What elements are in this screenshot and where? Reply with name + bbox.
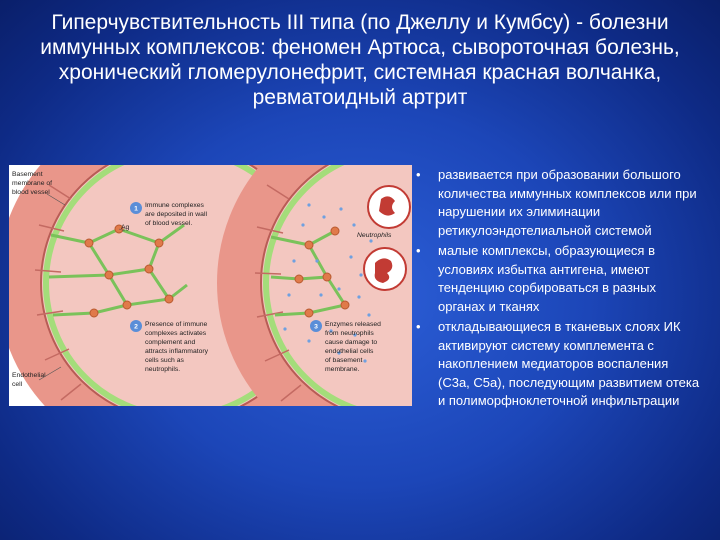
- svg-text:Basement: Basement: [12, 171, 43, 178]
- bullet-marker: •: [416, 319, 421, 334]
- step-3-number: 3: [314, 324, 318, 331]
- svg-text:Endothelial: Endothelial: [12, 372, 46, 379]
- label-basement-membrane: Basement membrane of blood vessel: [12, 171, 52, 196]
- basement-membrane-right: [263, 165, 357, 406]
- svg-text:cells such as: cells such as: [145, 357, 185, 364]
- svg-text:neutrophils.: neutrophils.: [145, 366, 180, 373]
- neutrophil-cell: [367, 185, 411, 229]
- step-1-text: Immune complexes are deposited in wall o…: [145, 202, 207, 227]
- svg-text:from neutrophils: from neutrophils: [325, 330, 374, 337]
- bullet-marker: •: [416, 167, 421, 182]
- svg-text:Presence of immune: Presence of immune: [145, 321, 208, 328]
- label-ag: Ag: [121, 224, 130, 231]
- svg-text:membrane of: membrane of: [12, 180, 52, 187]
- neutrophil-cell: [363, 247, 407, 291]
- svg-text:complement and: complement and: [145, 339, 195, 346]
- bullet-item: • малые комплексы, образующиеся в условия…: [412, 242, 702, 316]
- slide-title: Гиперчувствительность III типа (по Джелл…: [40, 11, 680, 109]
- svg-text:membrane.: membrane.: [325, 366, 359, 373]
- step-1-number: 1: [134, 206, 138, 213]
- svg-text:cell: cell: [12, 381, 23, 388]
- bullet-list: • развивается при образовании большого ко…: [412, 166, 702, 413]
- step-1-circle: [130, 202, 142, 214]
- step-2-circle: [130, 320, 142, 332]
- vessel-wall-right: [217, 165, 337, 406]
- svg-text:cause damage to: cause damage to: [325, 339, 377, 346]
- bullet-text: откладывающиеся в тканевых слоях ИК акти…: [438, 319, 700, 408]
- svg-text:are deposited in wall: are deposited in wall: [145, 211, 207, 218]
- diagram-svg: 1 2 3 Basement membrane of blood vessel …: [9, 165, 412, 406]
- svg-text:attracts inflammatory: attracts inflammatory: [145, 348, 209, 355]
- label-neutrophils: Neutrophils: [357, 232, 392, 239]
- svg-text:Immune complexes: Immune complexes: [145, 202, 205, 209]
- step-3-text: Enzymes released from neutrophils cause …: [325, 321, 381, 373]
- bullet-marker: •: [416, 243, 421, 258]
- svg-text:complexes activates: complexes activates: [145, 330, 207, 337]
- step-2-text: Presence of immune complexes activates c…: [145, 321, 209, 373]
- label-endothelial-cell: Endothelial cell: [12, 372, 46, 388]
- bullet-text: малые комплексы, образующиеся в условиях…: [438, 243, 656, 314]
- svg-text:endothelial cells: endothelial cells: [325, 348, 374, 355]
- bullet-item: • откладывающиеся в тканевых слоях ИК акт…: [412, 318, 702, 411]
- svg-text:blood vessel: blood vessel: [12, 189, 50, 196]
- svg-text:of basement: of basement: [325, 357, 363, 364]
- step-3-circle: [310, 320, 322, 332]
- svg-text:Enzymes released: Enzymes released: [325, 321, 381, 328]
- bullet-text: развивается при образовании большого кол…: [438, 167, 697, 238]
- immune-complex-diagram: 1 2 3 Basement membrane of blood vessel …: [9, 165, 412, 406]
- svg-text:of blood vessel.: of blood vessel.: [145, 220, 192, 227]
- bullet-item: • развивается при образовании большого ко…: [412, 166, 702, 240]
- step-2-number: 2: [134, 324, 138, 331]
